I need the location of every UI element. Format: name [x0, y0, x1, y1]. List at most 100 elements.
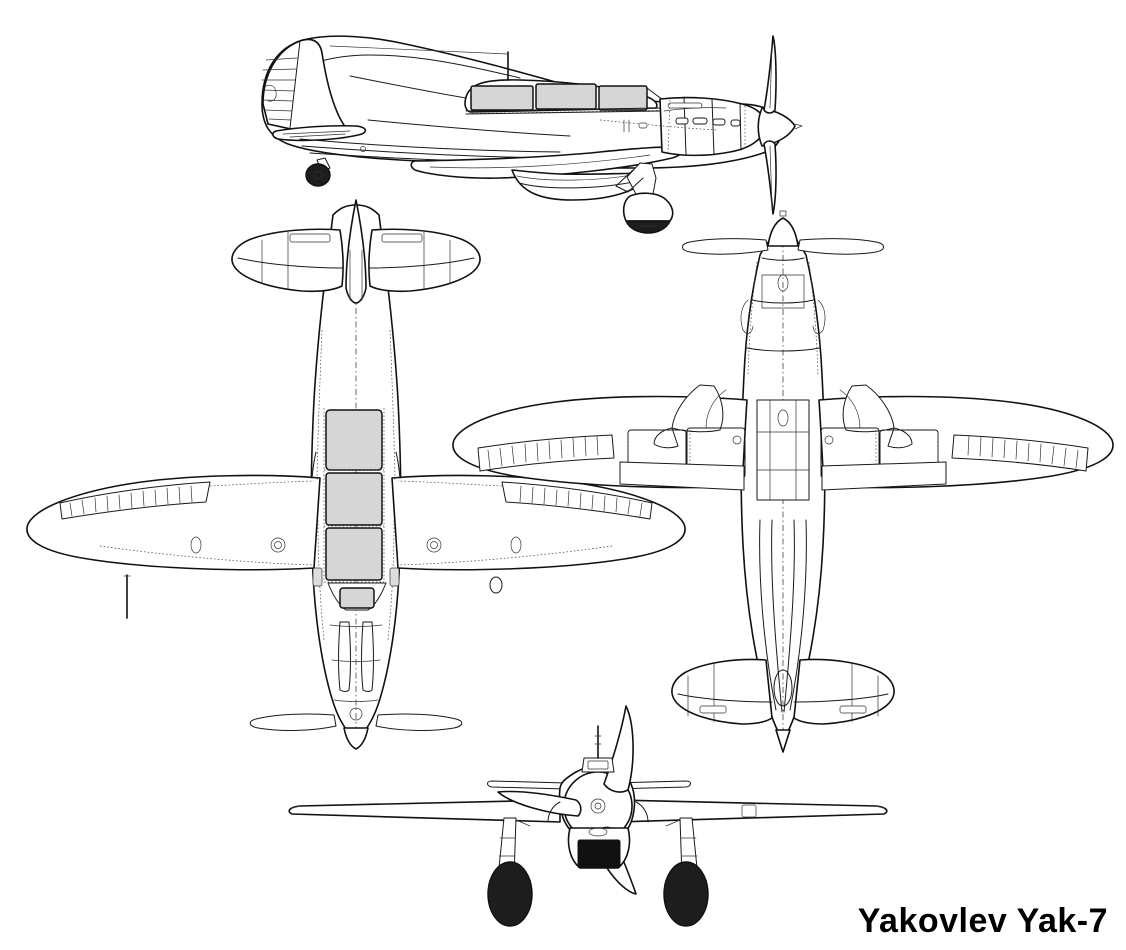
bottom-cowl-access-hatch — [761, 274, 805, 309]
side-tailwheel-tyre — [305, 163, 331, 187]
side-wing — [410, 146, 683, 179]
side-propeller-spar-upper — [769, 43, 773, 109]
bottom-flap-left — [619, 461, 745, 491]
side-fuselage-rivet-lines — [599, 99, 746, 155]
front-wing-right-tip — [875, 805, 885, 809]
side-propeller-spar-lower — [769, 145, 773, 209]
bottom-spinner-tip — [779, 210, 787, 217]
top-vertical-fin — [345, 199, 367, 304]
front-gear-strut-right — [665, 819, 681, 827]
bottom-cowl-rivet-lines — [747, 261, 819, 376]
bottom-elevator-hinge — [677, 693, 889, 703]
bottom-propeller-blade-right — [797, 238, 884, 255]
top-wing-nav-blister — [489, 576, 503, 594]
bottom-wing-root-fairings — [705, 389, 861, 429]
side-stabiliser-detail — [289, 133, 346, 138]
top-canopy-frame-rivets — [323, 408, 385, 583]
front-antenna-mast-detail — [594, 735, 602, 745]
bottom-aileron-left — [477, 434, 615, 472]
top-fuselage-hatches — [312, 567, 400, 587]
bottom-aileron-right — [951, 434, 1089, 472]
bottom-tail-tip — [775, 729, 791, 753]
top-view — [26, 199, 686, 750]
bottom-rear-longerons — [759, 519, 807, 713]
front-spinner-hub — [590, 798, 606, 814]
side-rudder-ribs — [261, 57, 298, 121]
side-tailwheel-hub — [313, 171, 323, 179]
bottom-radiator-duct — [756, 399, 810, 501]
front-wing-root-right — [635, 801, 649, 823]
side-gear-door — [615, 169, 644, 193]
side-spinner — [757, 107, 796, 147]
front-oil-cooler-vent — [588, 827, 608, 837]
side-canopy-glass-rear — [470, 85, 534, 111]
bottom-wheel-well-left — [671, 384, 724, 433]
side-exhaust-stubs — [675, 117, 741, 127]
bottom-flap-right — [821, 461, 947, 491]
bottom-tailwheel-bay — [773, 669, 793, 707]
top-nose-tip — [343, 727, 369, 750]
front-wheel-right — [663, 861, 709, 927]
side-main-wheel-fairing — [622, 192, 674, 222]
side-antenna-wire — [329, 45, 509, 55]
top-wing-root-fillet-starboard — [395, 451, 401, 479]
side-rudder-hinge — [289, 40, 301, 129]
top-cowl-gun-troughs — [338, 621, 374, 692]
side-view — [261, 35, 804, 234]
side-wing-surface-line — [429, 154, 651, 169]
top-canopy-glass-mid — [325, 472, 383, 526]
top-windscreen-glass — [339, 587, 375, 609]
side-canopy-rivets — [471, 110, 659, 114]
top-wing-root-fillet-port — [311, 451, 317, 479]
front-propeller-blade-left — [497, 790, 582, 817]
front-radiator-intake — [577, 839, 621, 869]
bottom-tailplane-ribs — [687, 663, 879, 723]
side-fuselage-access-panels — [623, 119, 648, 133]
side-propeller-blade-lower — [763, 140, 777, 215]
bottom-radiator-detail — [756, 399, 810, 501]
front-gear-leg-right-detail — [680, 837, 698, 857]
bottom-hatch-right — [824, 435, 834, 445]
top-canopy-glass-front — [325, 527, 383, 581]
top-aileron-port — [59, 481, 211, 520]
bottom-hatch-left — [732, 435, 742, 445]
top-spinner-circle — [349, 707, 363, 721]
top-cowl-panel-lines — [329, 624, 383, 702]
side-spinner-tip — [794, 123, 804, 130]
top-elevator-hinge-lines — [237, 257, 475, 269]
top-tailplane-panel-lines — [261, 231, 451, 289]
bottom-tailplane-left — [671, 658, 773, 725]
bottom-spinner — [767, 217, 799, 247]
side-canopy-glass-front — [598, 85, 648, 111]
side-rudder-trim-tab — [265, 84, 277, 102]
front-spinner-hub-inner — [594, 802, 602, 810]
top-wing-panel-lines — [99, 480, 613, 566]
bottom-aileron-right-ribs — [967, 435, 1079, 469]
top-tailplane-port — [231, 228, 344, 293]
top-wing-gun-port-starboard — [426, 537, 442, 553]
side-turtledeck-line — [349, 75, 467, 99]
front-wing-nav-light — [741, 804, 757, 818]
side-vertical-fin — [262, 38, 347, 132]
drawing-caption: Yakovlev Yak-7 — [857, 902, 1108, 940]
top-canopy-glass-rear — [325, 409, 383, 471]
side-radiator-lip — [518, 179, 643, 189]
bottom-tailplane-right — [793, 658, 895, 725]
bottom-belly-vent — [777, 409, 789, 427]
side-access-port — [360, 146, 366, 152]
top-propeller-blade-port — [249, 713, 337, 731]
front-view — [288, 705, 888, 927]
front-wing-root-left — [547, 801, 561, 823]
front-tailplane — [487, 780, 691, 790]
top-aileron-starboard-ribs — [519, 485, 643, 517]
bottom-cowl-panels — [746, 257, 821, 352]
front-gear-leg-left-detail — [498, 837, 516, 857]
top-aileron-port-ribs — [69, 485, 193, 517]
top-wing-filler-cap-starboard — [510, 536, 522, 554]
front-gear-strut-left — [515, 819, 531, 827]
top-fin-rudder-line — [349, 249, 363, 301]
bottom-aileron-left-ribs — [487, 435, 599, 469]
bottom-view — [452, 210, 1114, 753]
